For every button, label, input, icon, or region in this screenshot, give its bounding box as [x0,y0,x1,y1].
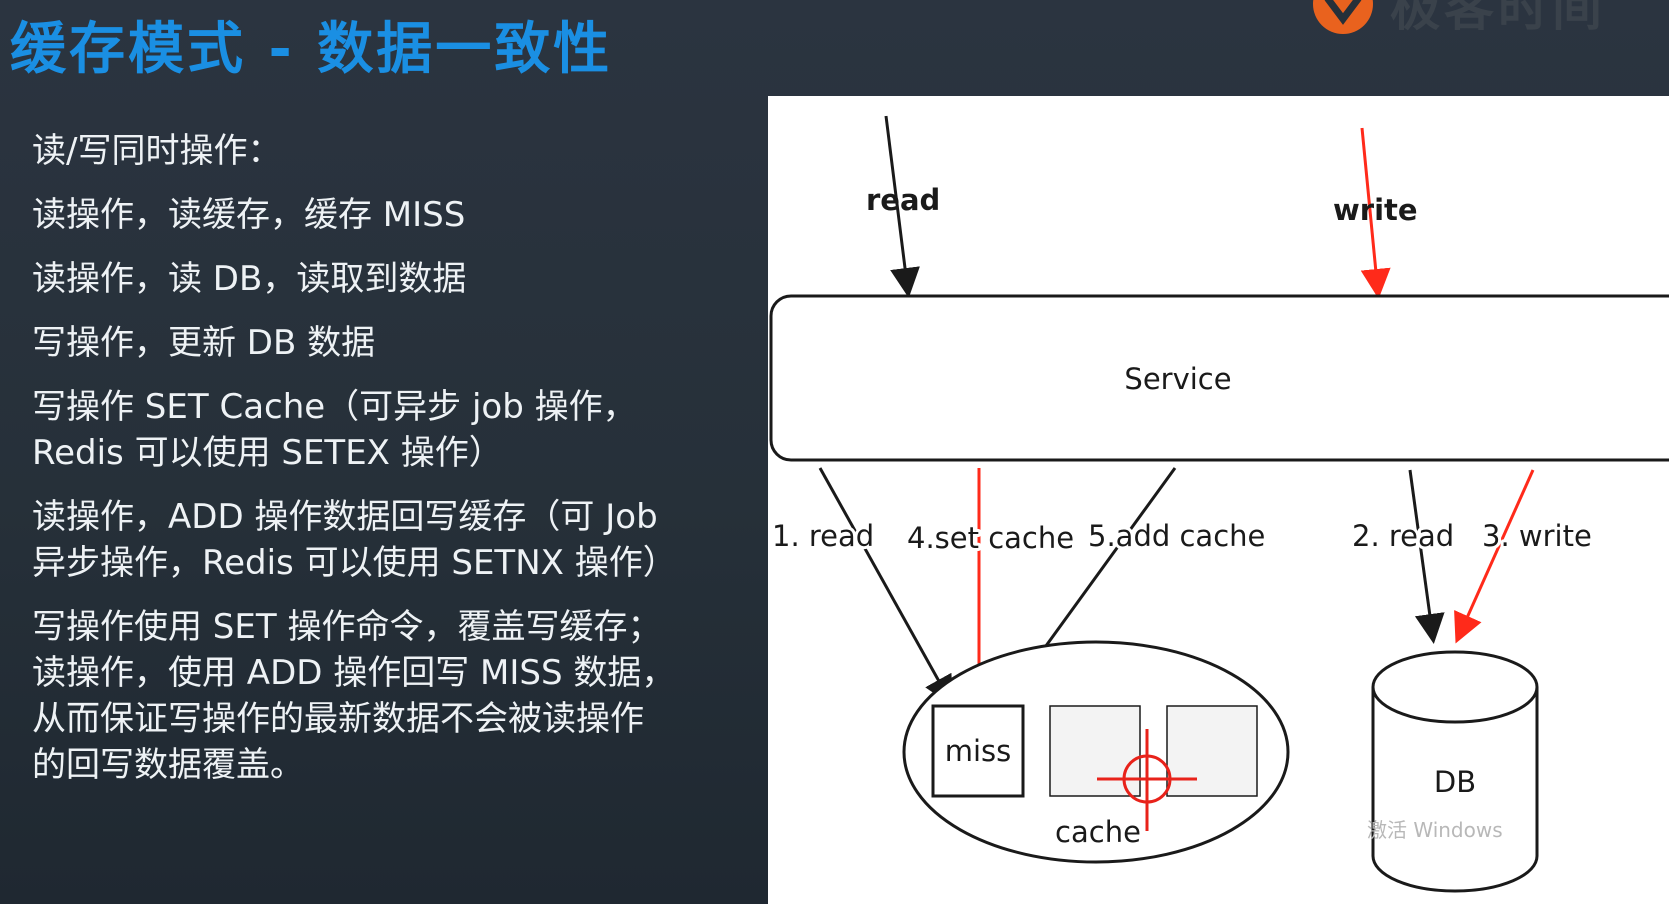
step3-label: 3. write [1482,519,1592,553]
write-in-label: write [1333,193,1418,227]
db-label: DB [1434,765,1476,799]
miss-label: miss [945,734,1012,768]
bullet-line: 写操作，更新 DB 数据 [32,323,376,363]
service-box [769,294,1669,462]
bullet-line: 读操作，读缓存，缓存 MISS [32,195,466,235]
step4-label: 4.set cache [907,521,1074,555]
cache-label: cache [1055,815,1141,849]
bullet-line: 写操作 SET Cache（可异步 job 操作， [32,387,637,427]
crosshair-cursor-icon [1097,729,1197,831]
step2-label: 2. read [1352,519,1454,553]
bullet-list: 读/写同时操作： 读操作，读缓存，缓存 MISS 读操作，读 DB，读取到数据 … [32,128,767,806]
bullet-line: 异步操作，Redis 可以使用 SETNX 操作） [32,543,677,583]
bullet-line: 读/写同时操作： [32,131,282,171]
bullet-item: 读操作，ADD 操作数据回写缓存（可 Job 异步操作，Redis 可以使用 S… [32,494,767,586]
bullet-item: 写操作使用 SET 操作命令，覆盖写缓存； 读操作，使用 ADD 操作回写 MI… [32,604,767,788]
step1-label: 1. read [772,519,874,553]
brand-logo-icon [1313,0,1373,34]
read-in-arrow [884,115,920,298]
bullet-line: 从而保证写操作的最新数据不会被读操作 [32,699,644,739]
step3-arrow [1454,469,1535,644]
service-label: Service [1124,362,1231,396]
slide-title: 缓存模式 - 数据一致性 [10,17,613,82]
bullet-line: Redis 可以使用 SETEX 操作） [32,433,503,473]
cache-slot-miss [931,704,1025,798]
bullet-line: 读操作，使用 ADD 操作回写 MISS 数据， [32,653,676,693]
bullet-item: 写操作，更新 DB 数据 [32,320,767,366]
db-cylinder [1371,650,1539,893]
bullet-item: 读操作，读缓存，缓存 MISS [32,192,767,238]
step5-label: 5.add cache [1088,519,1265,553]
step1-arrow [818,467,953,707]
brand-logo-group: 极客时间 [1310,0,1606,37]
bullet-item: 读/写同时操作： [32,128,767,174]
cache-slot-empty-2 [1166,705,1258,797]
bullet-item: 写操作 SET Cache（可异步 job 操作， Redis 可以使用 SET… [32,384,767,476]
read-in-label: read [866,183,940,217]
diagram-panel: read write Service 1. read 4.set cache 5… [768,96,1669,904]
step2-arrow [1408,469,1445,644]
bullet-line: 写操作使用 SET 操作命令，覆盖写缓存； [32,607,662,647]
bullet-line: 的回写数据覆盖。 [32,745,304,785]
bullet-item: 读操作，读 DB，读取到数据 [32,256,767,302]
bullet-line: 读操作，读 DB，读取到数据 [32,259,467,299]
cache-flow-diagram: read write Service 1. read 4.set cache 5… [769,115,1669,893]
activation-watermark: 激活 Windows [1367,818,1503,842]
bullet-line: 读操作，ADD 操作数据回写缓存（可 Job [32,497,658,537]
write-in-arrow [1360,127,1391,299]
cache-slot-empty-1 [1049,705,1141,797]
step-labels: 1. read 4.set cache 5.add cache 2. read … [769,516,1595,558]
brand-text: 极客时间 [1390,0,1606,37]
